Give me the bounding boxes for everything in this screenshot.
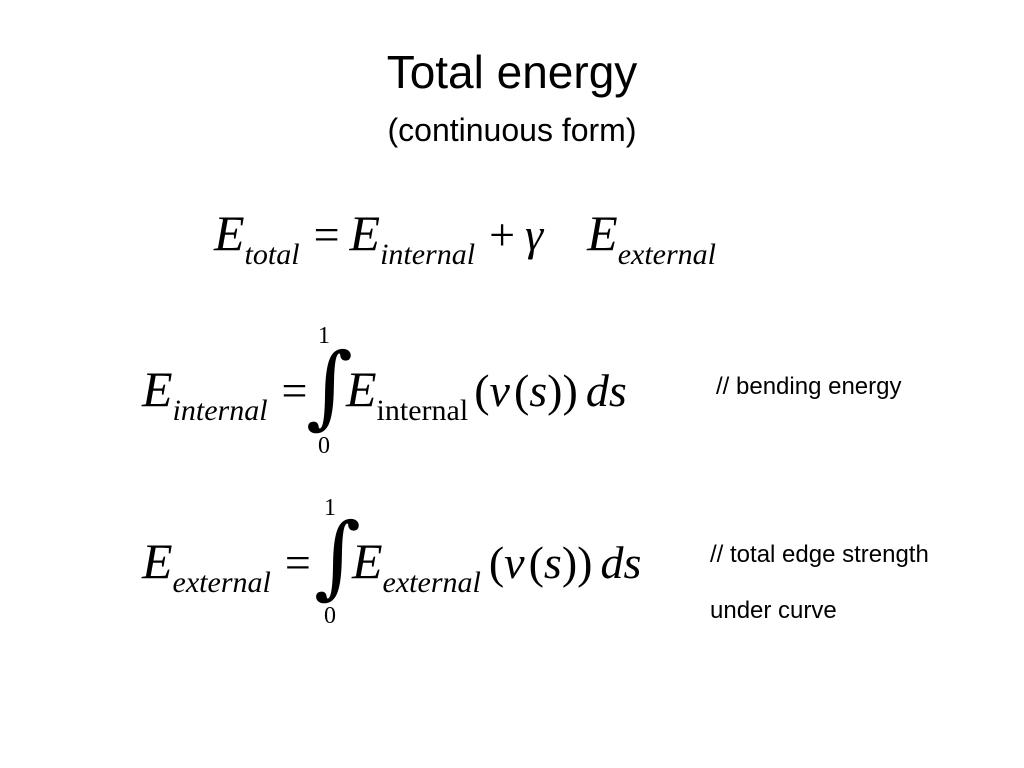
subscript-total: total (244, 238, 300, 271)
open-paren: ( (488, 537, 505, 588)
comment-bending-energy: // bending energy (716, 373, 902, 400)
s-variable: s (543, 537, 562, 588)
equals-sign: = (284, 537, 311, 588)
plus-sign: + (489, 209, 516, 260)
external-integrand: Eexternal(ν(s))ds (352, 533, 642, 598)
integral-sign: ∫ (314, 504, 361, 609)
ds-differential: ds (600, 537, 642, 588)
slide-subtitle: (continuous form) (387, 112, 637, 148)
integral-lower-limit: 0 (324, 603, 336, 629)
symbol-e-total: E (214, 205, 245, 261)
internal-integrand: Einternal(ν(s))ds (346, 361, 627, 426)
subscript-internal-lhs: internal (172, 394, 268, 427)
ds-differential: ds (585, 365, 627, 416)
symbol-e-integrand: E (346, 361, 377, 417)
integral-upper-limit: 1 (318, 323, 330, 349)
comment-edge-strength: // total edge strength (710, 541, 929, 568)
subscript-internal: internal (380, 238, 476, 271)
equals-sign: = (281, 365, 308, 416)
symbol-e-internal: E (349, 205, 381, 261)
integral-sign: ∫ (306, 334, 353, 439)
symbol-e-external: E (587, 205, 618, 261)
gamma-symbol: γ (525, 209, 544, 260)
close-parens: )) (561, 537, 593, 588)
equals-sign: = (313, 209, 340, 260)
external-lhs: Eexternal = (142, 533, 321, 598)
comment-under-curve: under curve (710, 597, 837, 624)
s-variable: s (529, 365, 548, 416)
symbol-e-external-lhs: E (142, 533, 173, 589)
inner-open-paren: ( (528, 537, 544, 588)
internal-lhs: Einternal = (142, 361, 318, 426)
subscript-external: external (617, 238, 716, 271)
subscript-internal-upright: internal (376, 394, 469, 427)
nu-symbol: ν (489, 365, 510, 416)
integral-lower-limit: 0 (318, 433, 330, 459)
nu-symbol: ν (504, 537, 525, 588)
symbol-e-integrand: E (352, 533, 383, 589)
equation-total-energy: Etotal =Einternal +γ Eexternal (214, 205, 716, 270)
slide-title: Total energy (386, 46, 638, 98)
open-paren: ( (474, 365, 490, 416)
integral-upper-limit: 1 (324, 495, 336, 521)
subscript-external-lhs: external (172, 566, 271, 599)
close-parens: )) (547, 365, 578, 416)
symbol-e-internal-lhs: E (142, 361, 173, 417)
inner-open-paren: ( (513, 365, 530, 416)
subscript-external-integrand: external (382, 566, 481, 599)
